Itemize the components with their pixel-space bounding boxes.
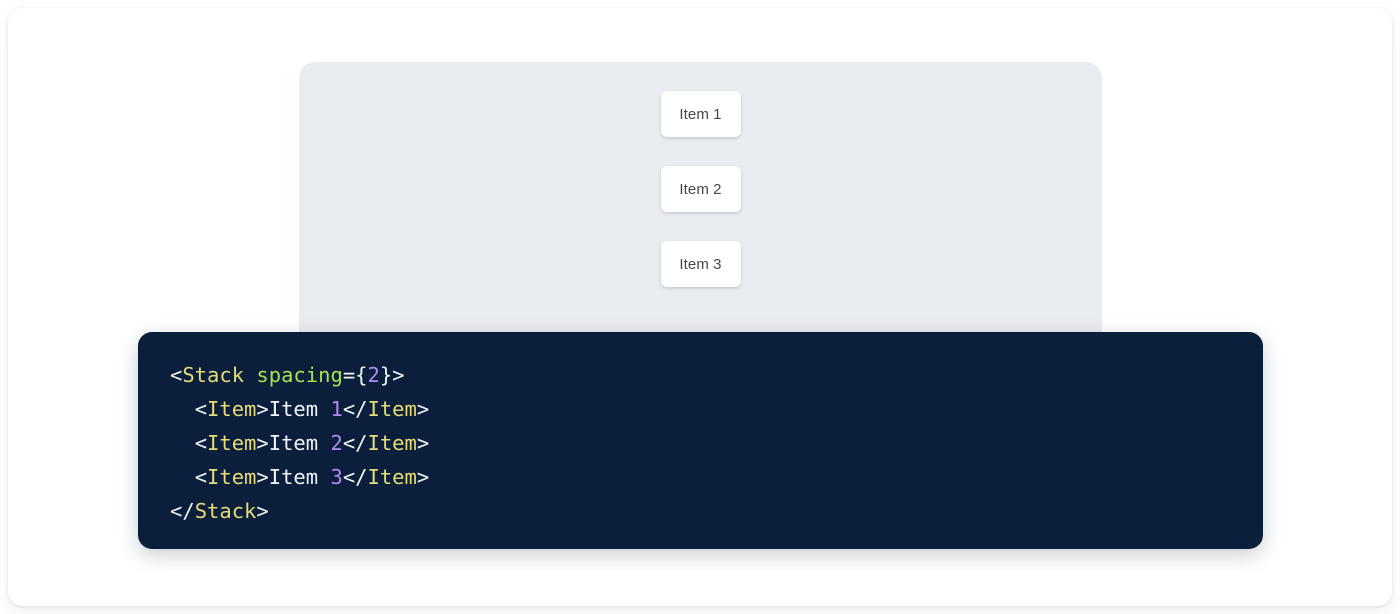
code-token-tag: Item xyxy=(367,431,417,455)
code-token-punct: < xyxy=(194,465,208,489)
code-token-punct: > xyxy=(416,465,430,489)
code-token-punct: > xyxy=(416,397,430,421)
code-token-punct: < xyxy=(194,397,208,421)
code-token-text: Item xyxy=(268,431,331,455)
code-token-punct: }> xyxy=(379,363,405,387)
code-token-text: Item xyxy=(268,465,331,489)
stack-item-card[interactable]: Item 1 xyxy=(660,91,741,137)
code-line: <Item>Item 1</Item> xyxy=(170,392,1231,426)
code-token-num: 2 xyxy=(330,431,343,455)
code-token-punct: > xyxy=(256,499,269,523)
code-token-punct: < xyxy=(194,431,208,455)
code-line: <Stack spacing={2}> xyxy=(170,358,1231,392)
code-token-tag: Item xyxy=(207,397,257,421)
component-preview-panel: Item 1 Item 2 Item 3 xyxy=(299,62,1102,352)
code-token-punct: < xyxy=(170,363,183,387)
stack-item-card[interactable]: Item 3 xyxy=(660,241,741,287)
code-token-punct xyxy=(244,363,256,387)
code-snippet-block[interactable]: <Stack spacing={2}> <Item>Item 1</Item> … xyxy=(138,332,1263,549)
code-token-punct: </ xyxy=(170,499,195,523)
code-indent xyxy=(170,397,195,421)
code-line: <Item>Item 3</Item> xyxy=(170,460,1231,494)
code-token-tag: Item xyxy=(367,465,417,489)
code-token-attr: spacing xyxy=(256,363,343,387)
code-token-punct: </ xyxy=(342,431,368,455)
code-line: <Item>Item 2</Item> xyxy=(170,426,1231,460)
code-token-punct: </ xyxy=(342,465,368,489)
code-token-punct: > xyxy=(256,431,269,455)
code-token-punct: > xyxy=(256,465,269,489)
code-token-tag: Stack xyxy=(182,363,245,387)
code-indent xyxy=(170,431,195,455)
stack-item-label: Item 3 xyxy=(679,255,722,273)
stack-item-label: Item 1 xyxy=(679,105,722,123)
code-token-tag: Item xyxy=(207,431,257,455)
code-token-tag: Item xyxy=(367,397,417,421)
code-token-text: Item xyxy=(268,397,331,421)
code-token-tag: Stack xyxy=(194,499,257,523)
code-token-num: 2 xyxy=(367,363,380,387)
code-token-num: 3 xyxy=(330,465,343,489)
stack-item-label: Item 2 xyxy=(679,180,722,198)
code-token-punct: > xyxy=(416,431,430,455)
code-token-punct: > xyxy=(256,397,269,421)
code-token-punct: </ xyxy=(342,397,368,421)
code-indent xyxy=(170,465,195,489)
code-token-num: 1 xyxy=(330,397,343,421)
stack-container: Item 1 Item 2 Item 3 xyxy=(660,91,741,287)
code-token-tag: Item xyxy=(207,465,257,489)
code-line: </Stack> xyxy=(170,494,1231,528)
code-token-punct: ={ xyxy=(342,363,368,387)
stack-item-card[interactable]: Item 2 xyxy=(660,166,741,212)
code-snippet-text: <Stack spacing={2}> <Item>Item 1</Item> … xyxy=(170,358,1231,528)
